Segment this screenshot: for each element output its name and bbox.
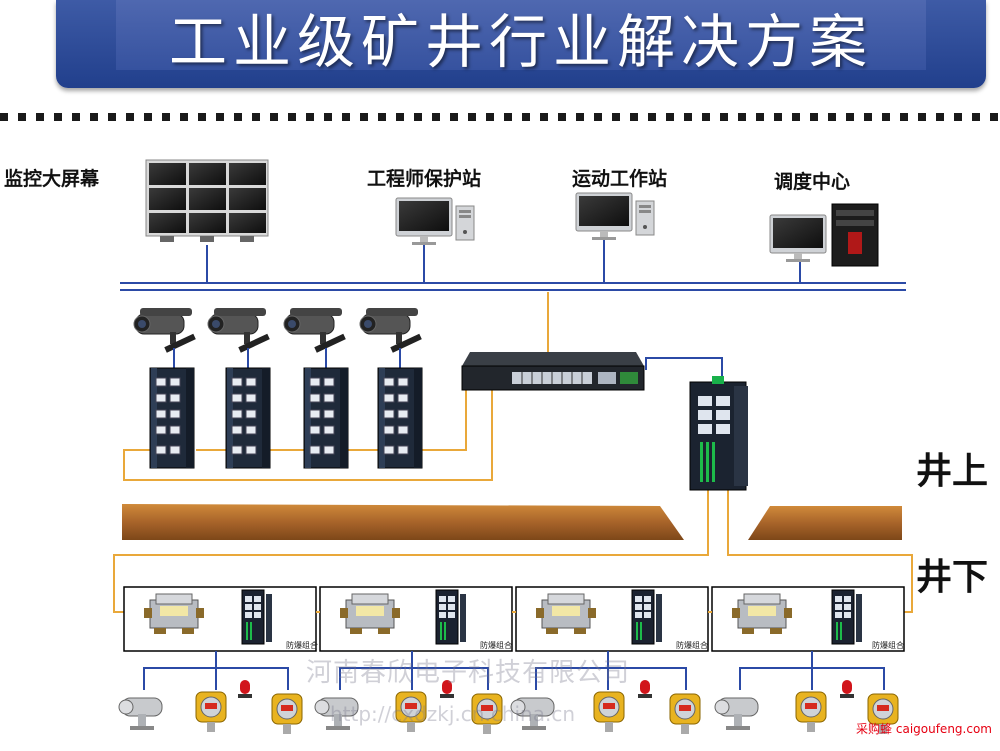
ip-camera-icon — [133, 307, 197, 354]
ip-camera-icon — [283, 307, 347, 354]
ethernet-bus — [120, 240, 906, 291]
gas-detector-icon — [195, 680, 252, 733]
gas-detector-icon — [669, 693, 701, 735]
industrial-switch-icon — [377, 367, 423, 469]
title-banner-highlight — [116, 0, 926, 70]
above-ground-label: 井上 — [916, 450, 989, 492]
core-rack-switch-icon — [461, 352, 645, 391]
industrial-switch-icon — [303, 367, 349, 469]
explosion-proof-unit — [319, 586, 513, 652]
industrial-switch-icon — [149, 367, 195, 469]
source-credit: 采购蜂 caigoufeng.com — [856, 722, 992, 736]
unit-caption: 防爆组合 — [872, 641, 904, 650]
sensor-links — [143, 651, 885, 690]
operator-station-label: 运动工作站 — [572, 168, 668, 190]
ip-camera-icon — [359, 307, 423, 354]
unit-caption: 防爆组合 — [480, 641, 512, 650]
explosion-proof-unit — [711, 586, 905, 652]
unit-caption: 防爆组合 — [676, 641, 708, 650]
video-wall-label: 监控大屏幕 — [4, 168, 100, 190]
watermark-url: http://cxdzkj.cn.china.cn — [330, 702, 576, 726]
operator-workstation-icon — [575, 192, 655, 241]
dispatch-server-icon — [769, 203, 879, 267]
gas-detector-icon — [271, 693, 303, 735]
unit-caption: 防爆组合 — [286, 641, 318, 650]
ground-layer — [122, 504, 902, 540]
gas-detector-icon — [795, 680, 854, 733]
watermark-company: 河南春欣电子科技有限公司 — [306, 658, 631, 688]
explosion-proof-unit — [123, 586, 317, 652]
below-ground-label: 井下 — [916, 556, 989, 598]
industrial-switch-icon — [225, 367, 271, 469]
ring-network-switch-icon — [689, 376, 748, 491]
page-title: 工业级矿井行业解决方案 — [168, 8, 873, 76]
dispatch-center-label: 调度中心 — [774, 171, 851, 193]
fiber-links — [113, 292, 913, 613]
engineer-station-label: 工程师保护站 — [367, 168, 482, 190]
dotted-divider — [0, 113, 1000, 121]
video-wall-icon — [145, 159, 269, 242]
engineer-workstation-icon — [395, 197, 475, 246]
title-banner: 工业级矿井行业解决方案 — [56, 0, 986, 88]
ip-camera-icon — [207, 307, 271, 354]
explosion-proof-camera-icon — [714, 697, 759, 731]
explosion-proof-camera-icon — [118, 697, 163, 731]
explosion-proof-unit — [515, 586, 709, 652]
